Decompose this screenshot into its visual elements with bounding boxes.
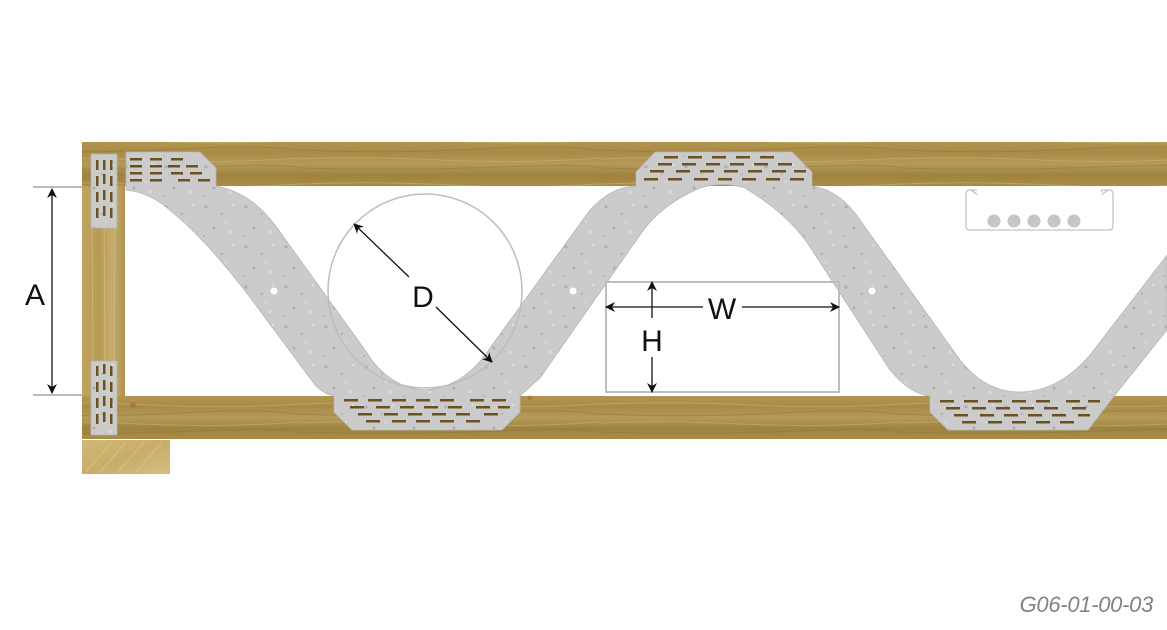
dimension-d-label: D <box>412 281 434 314</box>
dimension-wh: W H <box>605 281 840 393</box>
dimension-d: D <box>327 193 523 389</box>
nail-slots <box>644 156 806 181</box>
dimension-a: A <box>25 186 82 396</box>
duct-circle-outline <box>327 193 523 389</box>
clip-holes <box>987 214 1081 228</box>
nail-slots <box>940 400 1100 424</box>
service-clip <box>965 189 1114 231</box>
nail-slots <box>344 399 510 423</box>
top-chord <box>82 142 1167 186</box>
dimension-a-label: A <box>25 279 45 312</box>
dimension-h-label: H <box>641 325 663 358</box>
web-hole <box>569 287 577 295</box>
web-hole <box>270 287 278 295</box>
web-hole <box>868 287 876 295</box>
dimension-w-label: W <box>708 293 737 326</box>
nail-slots <box>130 158 210 182</box>
bearing-block <box>82 440 170 474</box>
reference-code: G06-01-00-03 <box>1019 592 1154 617</box>
end-nail-plates <box>90 153 118 436</box>
duct-rect-outline <box>605 281 840 393</box>
